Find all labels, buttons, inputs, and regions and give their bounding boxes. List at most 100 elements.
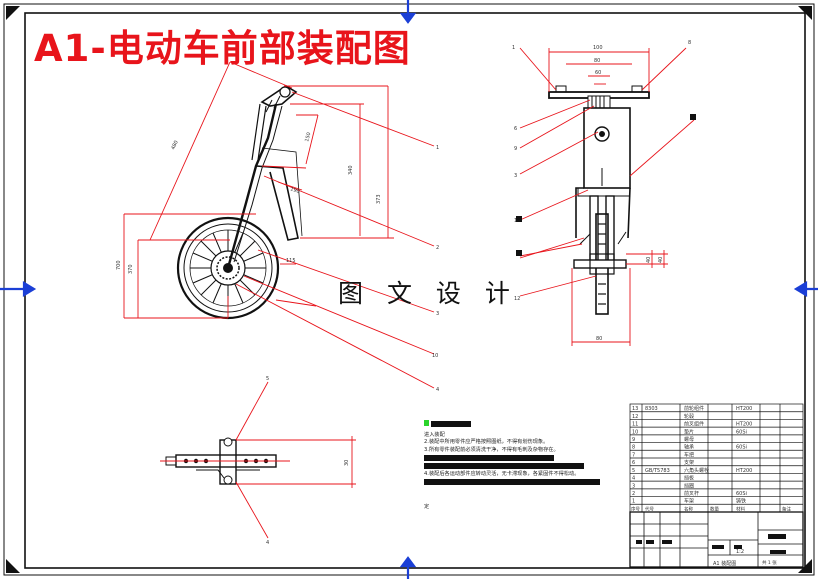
note-line: 定 xyxy=(424,504,430,510)
table-cell: 6 xyxy=(632,460,635,466)
note-marker xyxy=(424,420,429,426)
note-line: 3.所有零件装配前必须清洗干净，不得有毛刺及杂物存在。 xyxy=(424,446,559,453)
watermark-text: 图 文 设 计 xyxy=(338,279,518,308)
table-cell: 1 xyxy=(632,499,635,505)
dim-150: 150 xyxy=(304,132,312,143)
table-header-cell: 代号 xyxy=(645,505,654,512)
note-line: 4.装配后各运动部件应转动灵活，无卡滞现象，各紧固件不得松动。 xyxy=(424,470,580,477)
table-cell: 车把 xyxy=(684,451,694,458)
table-cell: 前轮组件 xyxy=(684,405,704,412)
table-cell: 前叉杆 xyxy=(684,490,699,497)
side-view: 373 340 150 190 480 115 370 700 1 2 3 10… xyxy=(116,61,439,393)
axle xyxy=(573,259,627,269)
table-cell: 支架 xyxy=(684,459,694,466)
table-cell: 10 xyxy=(632,429,638,435)
dim-front: 40 xyxy=(646,257,652,263)
leader-label: 6 xyxy=(514,126,517,132)
leader-label: 3 xyxy=(514,173,517,179)
table-cell: 12 xyxy=(632,414,638,420)
leader-label: 1 xyxy=(512,45,515,51)
frame-tube xyxy=(255,165,299,241)
table-cell: 8303 xyxy=(645,406,658,412)
dim-front: 80 xyxy=(594,58,600,64)
table-header-cell: 序号 xyxy=(631,505,640,512)
drawing-title: A1-电动车前部装配图 xyxy=(34,27,411,70)
table-cell: 60Si xyxy=(736,491,747,497)
table-header-cell: 材料 xyxy=(736,505,745,512)
leader-label: 9 xyxy=(514,146,517,152)
scale-label: 1:2 xyxy=(736,549,744,555)
table-cell: 轴承 xyxy=(684,444,694,451)
note-redacted xyxy=(424,479,600,486)
notes-heading xyxy=(431,421,471,427)
corner-marks xyxy=(6,6,812,573)
note-redacted xyxy=(424,454,554,461)
steering-tube xyxy=(583,107,631,189)
leader-label: 12 xyxy=(514,296,520,302)
dim-370: 370 xyxy=(128,264,134,274)
table-cell: HT200 xyxy=(736,406,752,412)
note-line: 进入装配 xyxy=(424,432,445,439)
title-block xyxy=(629,511,804,568)
table-cell: HT200 xyxy=(736,468,752,474)
dim-700: 700 xyxy=(116,260,122,270)
leader-label: 8 xyxy=(688,40,691,46)
table-cell: 2 xyxy=(632,491,635,497)
table-cell: 13 xyxy=(632,406,638,412)
handlebar-stem xyxy=(260,85,298,107)
balloon-mark xyxy=(516,216,522,222)
table-cell: 9 xyxy=(632,437,635,443)
dim-front: 80 xyxy=(596,336,602,342)
table-cell: 车架 xyxy=(684,498,694,505)
table-cell: 60Si xyxy=(736,445,747,451)
table-cell: 前叉组件 xyxy=(684,421,704,428)
table-header-cell: 名称 xyxy=(684,505,693,512)
dim-115: 115 xyxy=(286,258,296,264)
note-redacted xyxy=(424,462,584,469)
balloon-mark xyxy=(516,250,522,256)
leader-label: 3 xyxy=(436,311,439,317)
balloon-mark xyxy=(690,114,696,120)
table-cell: 60Si xyxy=(736,429,747,435)
table-header-cell: 备注 xyxy=(782,505,791,512)
table-cell: 轮毂 xyxy=(684,413,694,420)
leader-label: 4 xyxy=(436,387,439,393)
dim-front: 40 xyxy=(658,257,664,263)
table-cell: GB/T5783 xyxy=(645,468,670,474)
dim-340: 340 xyxy=(348,165,354,175)
table-cell: 4 xyxy=(632,476,635,482)
technical-notes: 进入装配 2.装配中所用零件应严格按照图纸，不得有划伤现象。 3.所有零件装配前… xyxy=(424,420,606,510)
leader-label: 2 xyxy=(436,245,439,251)
table-cell: 11 xyxy=(632,422,638,428)
dim-front: 100 xyxy=(593,45,603,51)
front-view: 1 8 6 9 3 11 12 100 80 60 40 40 80 xyxy=(512,40,696,346)
table-header-cell: 数量 xyxy=(710,505,719,512)
dim-front: 60 xyxy=(595,70,601,76)
dim-top: 30 xyxy=(344,460,350,466)
front-fork xyxy=(226,103,278,269)
dim-373: 373 xyxy=(376,194,382,204)
title-block-fills xyxy=(636,534,786,554)
table-cell: 螺母 xyxy=(684,436,694,443)
table-cell: 5 xyxy=(632,468,635,474)
table-cell: 铸铁 xyxy=(736,498,746,505)
table-cell: HT200 xyxy=(736,422,752,428)
leader-label: 1 xyxy=(436,145,439,151)
note-line: 2.装配中所用零件应严格按照图纸，不得有划伤现象。 xyxy=(424,439,549,446)
sheet-count: 共 1 张 xyxy=(762,559,777,566)
dim-480: 480 xyxy=(170,140,179,151)
table-cell: 挡板 xyxy=(684,475,694,482)
table-cell: 挡圈 xyxy=(684,482,694,489)
top-view: 5 4 30 xyxy=(160,376,356,546)
leader-label: 10 xyxy=(432,353,438,359)
table-cell: 3 xyxy=(632,483,635,489)
table-cell: 六角头螺栓 xyxy=(684,467,709,474)
sheet-label: A1 装配图 xyxy=(713,560,736,567)
dim-190: 190 xyxy=(289,186,300,195)
leader-label: 4 xyxy=(266,540,269,546)
table-cell: 8 xyxy=(632,445,635,451)
table-cell: 垫片 xyxy=(684,428,694,435)
